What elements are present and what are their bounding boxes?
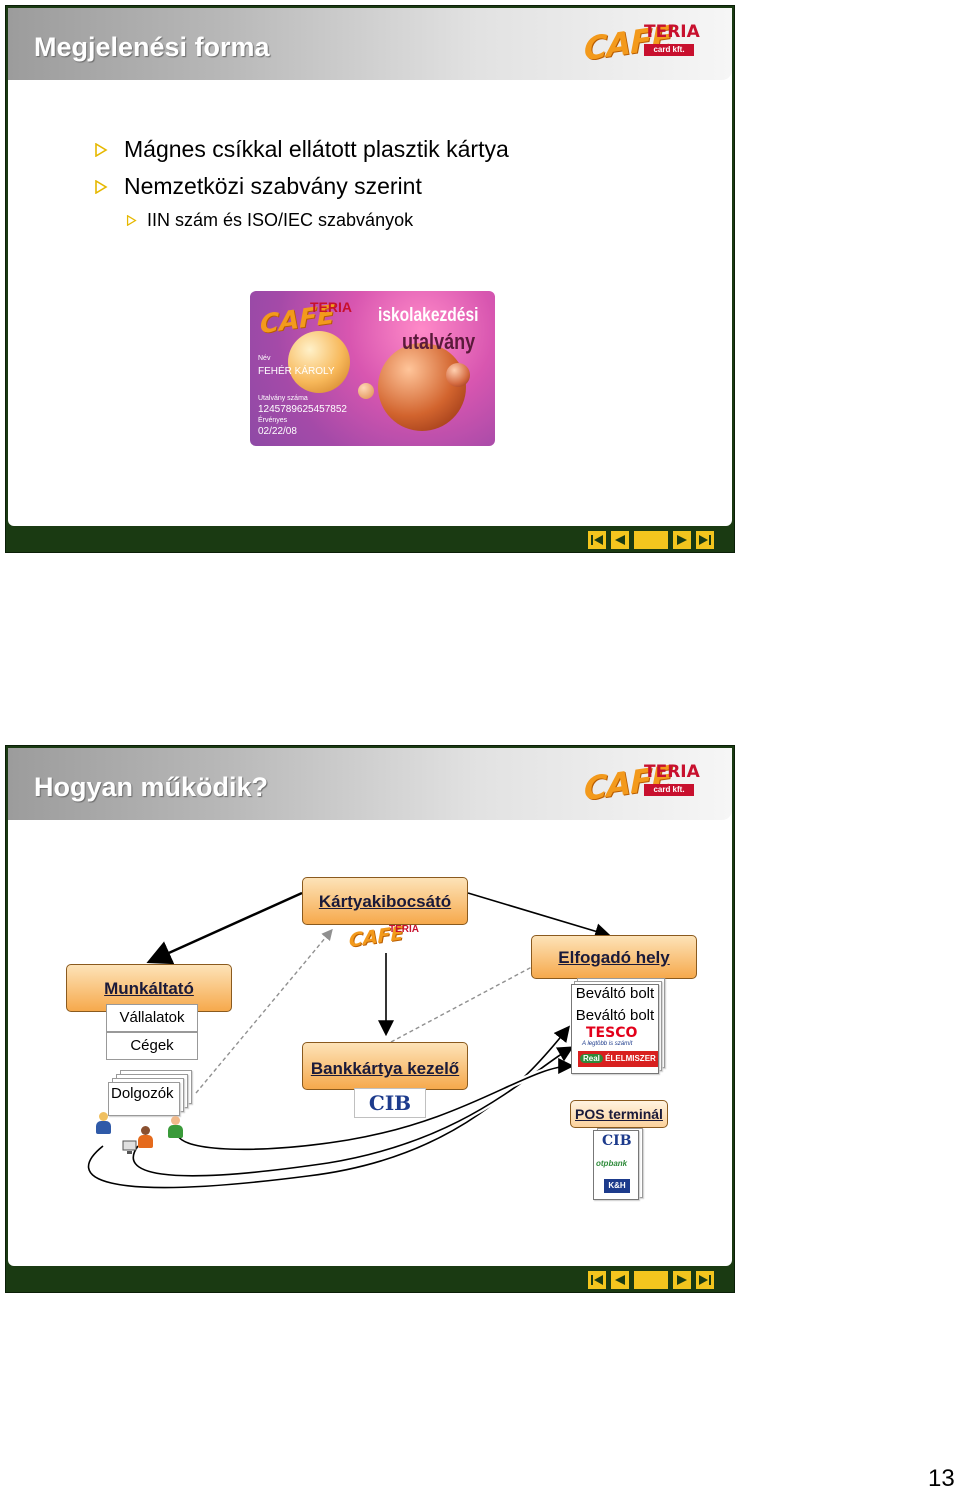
cib-logo: CIB [354,1088,426,1118]
shop-label: Beváltó bolt [575,1007,655,1024]
cafeteria-logo: CAFE TERIA card kft. [584,757,700,809]
flag-bullet-icon [95,179,108,194]
bullet-item: Nemzetközi szabvány szerint [94,173,509,200]
pos-terminal-box: POS terminál [570,1100,668,1128]
prev-slide-button[interactable] [611,531,629,549]
employees-label: Dolgozók [108,1082,180,1116]
computer-icon [122,1140,137,1154]
tesco-logo: TESCO [586,1025,638,1041]
decor-ball [446,363,470,387]
last-slide-button[interactable] [696,1271,714,1289]
slide-2-content: Hogyan működik? CAFE TERIA card kft. [8,748,732,1266]
voucher-valid: 02/22/08 [258,426,297,437]
bullet-item: Mágnes csíkkal ellátott plasztik kártya [94,136,509,163]
slide-header: Megjelenési forma CAFE TERIA card kft. [8,8,732,80]
cafeteria-logo: CAFE TERIA card kft. [584,17,700,69]
bank-handler-box: Bankkártya kezelő [302,1042,468,1090]
voucher-subtitle: utalvány [402,329,476,354]
shops-stack: Beváltó bolt Beváltó bolt TESCO A legtöb… [571,978,667,1076]
real-logo: Real ÉLELMISZER [578,1051,658,1067]
slide-1: Megjelenési forma CAFE TERIA card kft. M… [5,5,735,553]
decor-ball [288,331,350,393]
slide-1-content: Megjelenési forma CAFE TERIA card kft. M… [8,8,732,526]
decor-ball [358,383,374,399]
first-slide-button[interactable] [588,531,606,549]
slide-nav [588,531,714,549]
slide-nav [588,1271,714,1289]
decor-ball [378,343,466,431]
bank-logos-stack: CIB otpbank K&H [593,1128,645,1200]
cib-logo: CIB [602,1133,632,1149]
slide-overview-button[interactable] [634,531,668,549]
kh-logo: K&H [604,1179,630,1193]
companies-label: Vállalatok [106,1004,198,1032]
worker-icon [96,1112,111,1136]
slide-title: Megjelenési forma [34,32,270,62]
flow-connectors [85,891,612,1191]
firms-label: Cégek [106,1032,198,1060]
slide-header: Hogyan működik? CAFE TERIA card kft. [8,748,732,820]
person-icon [138,1126,153,1150]
flag-bullet-icon [126,215,137,226]
page-number: 13 [928,1465,955,1492]
flag-bullet-icon [95,142,108,157]
sub-bullet-item: IIN szám és ISO/IEC szabványok [126,210,509,231]
employees-stack: Dolgozók [108,1070,198,1130]
otp-logo: otpbank [596,1159,628,1168]
voucher-title: iskolakezdési [378,305,479,326]
slide-2: Hogyan működik? CAFE TERIA card kft. [5,745,735,1293]
person-icon [168,1116,183,1140]
voucher-card-image: CAFE TERIA iskolakezdési utalvány Név FE… [250,291,495,446]
next-slide-button[interactable] [673,1271,691,1289]
voucher-name: FEHÉR KÁROLY [258,366,335,377]
bullet-list: Mágnes csíkkal ellátott plasztik kártya … [94,136,509,241]
issuer-logo: CAFE TERIA [349,922,419,952]
acceptor-box: Elfogadó hely [531,935,697,979]
slide-title: Hogyan működik? [34,772,269,802]
shop-label: Beváltó bolt [575,985,655,1002]
issuer-box: Kártyakibocsátó [302,877,468,925]
voucher-number: 1245789625457852 [258,404,347,415]
first-slide-button[interactable] [588,1271,606,1289]
last-slide-button[interactable] [696,531,714,549]
next-slide-button[interactable] [673,531,691,549]
slide-overview-button[interactable] [634,1271,668,1289]
prev-slide-button[interactable] [611,1271,629,1289]
